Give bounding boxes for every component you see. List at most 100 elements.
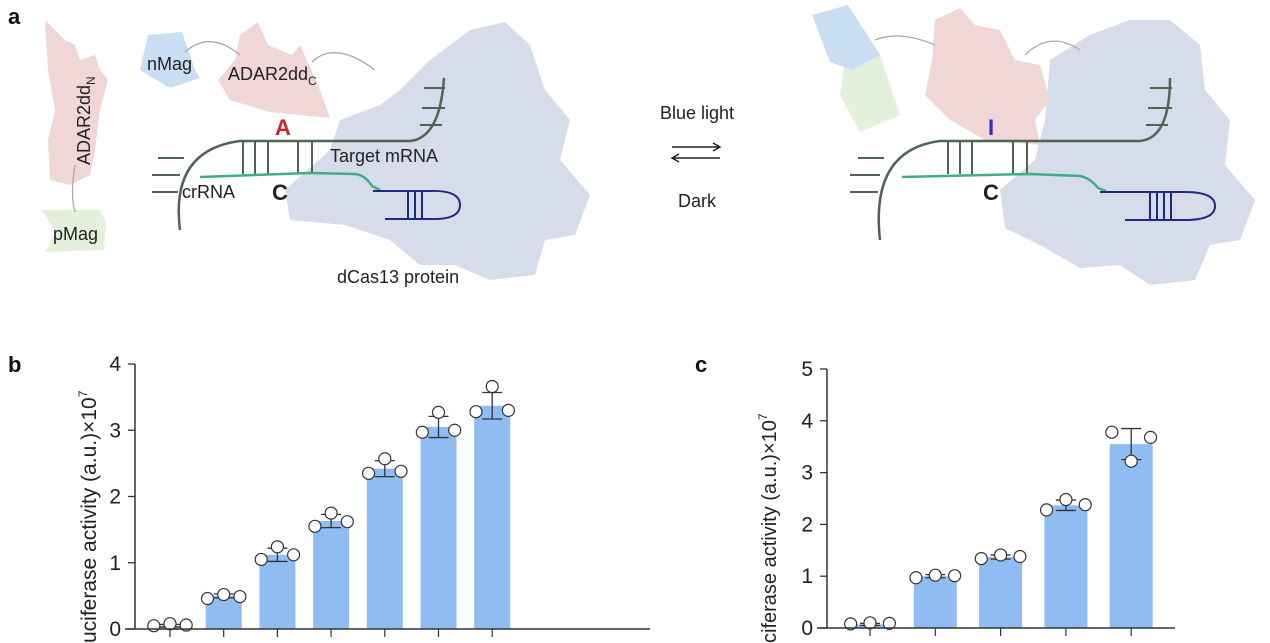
y-tick-label: 0 <box>801 617 813 640</box>
dcas13-protein-shape <box>1000 20 1255 285</box>
linker <box>874 35 1081 56</box>
data-point <box>882 616 896 630</box>
y-tick-label: 1 <box>109 552 121 575</box>
y-tick-label: 4 <box>109 353 121 376</box>
base-i-label: I <box>988 115 994 140</box>
y-tick-label: 0 <box>109 618 121 641</box>
data-point <box>233 589 247 604</box>
data-point <box>469 405 483 419</box>
data-point <box>147 619 161 633</box>
crrna-strand <box>199 171 381 192</box>
data-point <box>928 568 942 582</box>
y-tick-label: 2 <box>109 486 121 509</box>
nmag-label: nMag <box>147 54 192 74</box>
data-point <box>394 464 408 478</box>
data-point <box>254 552 268 567</box>
data-point <box>270 540 284 554</box>
target-mrna-strand <box>177 77 446 231</box>
chart-b: uciferase activity (a.u.)×107 0 1 2 3 4 <box>76 353 650 643</box>
panel-label-b: b <box>8 352 21 377</box>
target-mrna-label: Target mRNA <box>330 146 438 166</box>
data-point <box>1013 549 1027 564</box>
dcas13-label: dCas13 protein <box>337 267 459 287</box>
linker <box>71 41 376 213</box>
panel-label-c: c <box>695 352 707 377</box>
data-point <box>415 425 429 439</box>
base-c-label: C <box>272 180 288 205</box>
data-point <box>501 403 515 417</box>
data-point <box>974 551 988 566</box>
crrna-hairpin <box>373 189 462 221</box>
data-point <box>448 423 462 437</box>
data-point <box>1059 492 1073 507</box>
base-a-label: A <box>275 115 291 140</box>
bar <box>366 468 403 629</box>
pmag-label: pMag <box>53 224 98 244</box>
bar <box>420 426 457 629</box>
data-point <box>485 379 499 394</box>
bar <box>259 554 296 629</box>
bar <box>474 405 511 629</box>
data-point <box>1039 503 1054 517</box>
data-point <box>308 519 322 533</box>
data-point <box>217 587 231 602</box>
data-point <box>287 548 301 562</box>
data-point <box>948 569 962 583</box>
adar-c-label: ADAR2ddC <box>228 64 317 88</box>
equilibrium: Blue light Dark <box>660 103 734 211</box>
data-point <box>1124 454 1138 468</box>
panel-label-a: a <box>8 4 21 29</box>
crrna-hairpin <box>1100 191 1217 221</box>
forward-arrow-icon <box>672 142 722 152</box>
diagram-left: ADAR2ddN pMag nMag ADAR2ddC A C Target m… <box>42 20 590 287</box>
bar <box>1109 444 1153 628</box>
bar <box>913 576 957 628</box>
y-tick-label: 5 <box>801 358 813 381</box>
y-tick-label: 1 <box>801 565 813 588</box>
bar <box>979 557 1023 628</box>
diagram-right: I C <box>812 5 1255 285</box>
data-point <box>993 548 1008 562</box>
data-point <box>163 617 177 631</box>
bar <box>313 521 350 629</box>
nmag-shape <box>140 32 200 88</box>
blue-light-label: Blue light <box>660 103 734 123</box>
y-tick-label: 3 <box>801 462 813 485</box>
data-point <box>340 515 354 529</box>
pmag-shape <box>840 55 900 132</box>
y-tick-label: 3 <box>109 419 121 442</box>
crrna-label: crRNA <box>182 182 235 202</box>
data-point <box>1078 498 1092 512</box>
y-axis-label: ciferase activity (a.u.)×107 <box>756 413 781 643</box>
reverse-arrow-icon <box>670 153 720 163</box>
data-point <box>179 618 193 632</box>
chart-c: ciferase activity (a.u.)×107 0 1 2 3 4 5 <box>756 358 1175 643</box>
data-point <box>362 466 376 480</box>
y-tick-label: 4 <box>801 410 813 433</box>
y-tick-label: 2 <box>801 513 813 536</box>
bar <box>1044 505 1088 628</box>
data-point <box>431 405 446 419</box>
dark-label: Dark <box>678 191 717 211</box>
data-point <box>863 616 877 630</box>
data-point <box>1105 425 1119 439</box>
pmag-shape <box>42 210 106 252</box>
data-point <box>200 591 215 606</box>
data-point <box>844 617 858 631</box>
data-point <box>909 571 923 585</box>
adar-shape <box>925 8 1050 145</box>
adar-c-shape <box>218 22 330 118</box>
data-point <box>324 506 338 520</box>
crrna-strand <box>901 172 1107 193</box>
adar-n-shape <box>45 20 108 185</box>
strand-bases <box>850 87 1172 193</box>
nmag-shape <box>812 5 880 70</box>
adar-n-label: ADAR2ddN <box>74 76 98 165</box>
y-axis-label: uciferase activity (a.u.)×107 <box>76 390 101 643</box>
base-c-label: C <box>983 180 999 205</box>
strand-bases <box>152 87 445 193</box>
data-point <box>378 452 392 466</box>
data-point <box>1143 430 1158 444</box>
target-mrna-strand <box>877 77 1172 241</box>
